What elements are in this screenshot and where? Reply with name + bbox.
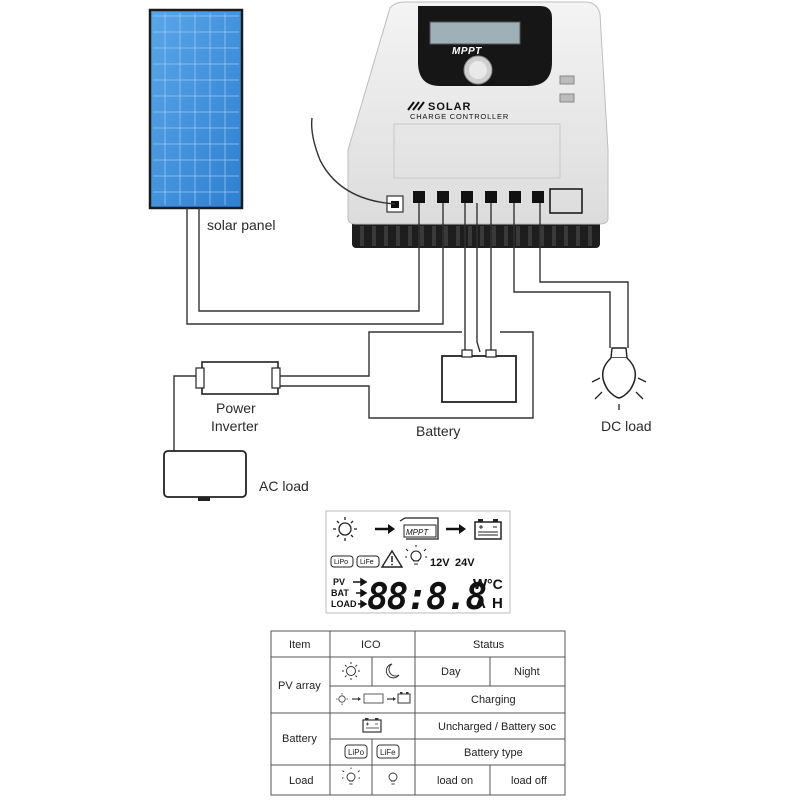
controller-brand: MPPT	[452, 46, 482, 57]
row-pv-array-label: PV array	[278, 680, 321, 692]
load-bulb-icon	[405, 545, 427, 565]
lcd-load: LOAD	[331, 599, 357, 609]
lcd-unit-w: W	[473, 576, 488, 593]
table-header-item: Item	[289, 639, 310, 651]
dc-load-label: DC load	[601, 418, 652, 434]
lcd-unit-c: °C	[487, 576, 503, 592]
wiring	[173, 203, 629, 452]
battery	[441, 349, 517, 403]
status-battery-type: Battery type	[464, 747, 523, 759]
heatsink	[352, 220, 600, 248]
sun-icon	[333, 517, 357, 541]
lcd-pv: PV	[333, 577, 345, 587]
load-off-bulb-icon	[388, 772, 398, 785]
lipo-badge	[344, 744, 368, 759]
battery-icon	[474, 519, 502, 540]
charge-controller: MPPT SOLAR CHARGE CONTROLLER	[310, 1, 609, 248]
night-moon-icon	[385, 663, 400, 679]
row-load-label: Load	[289, 775, 313, 787]
solar-panel	[148, 8, 244, 210]
lcd-unit-a: A	[475, 595, 486, 612]
mppt-icon: MPPT	[399, 517, 439, 540]
controller-logo	[407, 101, 425, 111]
lcd-24v: 24V	[455, 557, 475, 569]
status-load-off: load off	[511, 775, 548, 787]
status-load-on: load on	[437, 775, 473, 787]
lcd-display: MPPT LiPo LiFe 12V 24V	[325, 510, 511, 618]
table-header-ico: ICO	[361, 639, 381, 651]
table-life: LiFe	[380, 748, 396, 757]
lcd-life: LiFe	[360, 559, 374, 566]
status-charging: Charging	[471, 694, 516, 706]
lcd-lipo: LiPo	[334, 559, 348, 566]
power-inverter-label-line2: Inverter	[211, 418, 259, 434]
table-header-status: Status	[473, 639, 505, 651]
status-day: Day	[441, 666, 461, 678]
lcd-12v: 12V	[430, 557, 450, 569]
charging-sequence-icon	[336, 692, 411, 705]
usb-port-2	[559, 93, 575, 103]
lcd-mppt-text: MPPT	[406, 528, 429, 537]
ac-load	[163, 450, 247, 501]
status-uncharged: Uncharged / Battery soc	[438, 721, 557, 733]
status-night: Night	[514, 666, 540, 678]
row-battery-label: Battery	[282, 733, 317, 745]
lcd-unit-h: H	[492, 595, 503, 612]
load-on-bulb-icon	[342, 767, 360, 785]
battery-soc-icon	[362, 718, 382, 733]
power-inverter-label-line1: Power	[216, 400, 256, 416]
power-inverter	[195, 361, 281, 395]
solar-panel-label: solar panel	[207, 217, 276, 233]
lcd-arrows	[353, 577, 368, 609]
ac-load-label: AC load	[259, 478, 309, 494]
lcd-bat: BAT	[331, 588, 349, 598]
battery-label: Battery	[416, 423, 460, 439]
controller-title-line2: CHARGE CONTROLLER	[410, 112, 509, 121]
controller-title-line1: SOLAR	[428, 101, 472, 113]
sensor-cable	[310, 117, 396, 205]
table-lipo: LiPo	[348, 748, 365, 757]
life-badge	[376, 744, 400, 759]
icon-table: Item ICO Status PV array Day Night Charg…	[270, 630, 566, 796]
day-sun-icon	[342, 662, 360, 680]
lcd-digits: 88:8.8	[367, 577, 485, 618]
warning-icon	[380, 549, 404, 568]
dc-load-bulb-icon	[591, 347, 647, 410]
usb-port-1	[559, 75, 575, 85]
